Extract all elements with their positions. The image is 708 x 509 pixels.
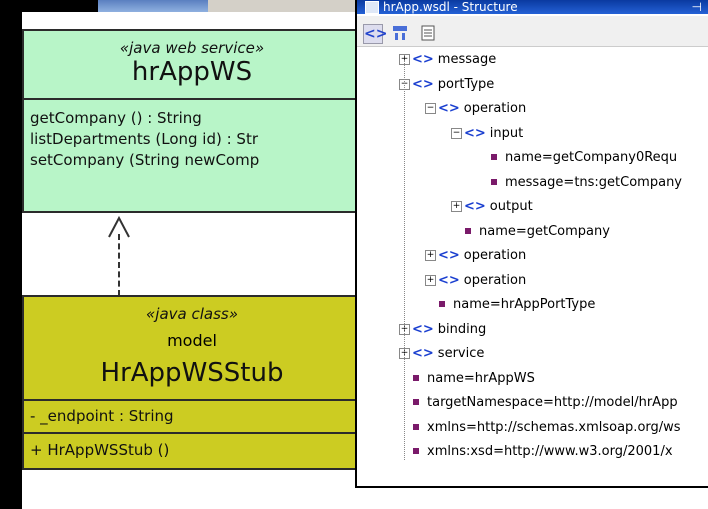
xml-attribute-icon <box>413 374 419 381</box>
structure-window: hrApp.wsdl - Structure ⊣ <> +<>message−<… <box>355 0 708 488</box>
background-window-fragment <box>98 0 208 12</box>
expand-icon[interactable]: + <box>425 250 436 261</box>
package-label: model <box>167 331 217 350</box>
collapse-icon[interactable]: − <box>451 127 462 139</box>
tree-element-node[interactable]: +<>operation <box>425 269 526 293</box>
tree-element-node[interactable]: +<>output <box>451 195 533 219</box>
tree-node-label: name=getCompany0Requ <box>505 150 678 165</box>
tree-attribute-node[interactable]: name=hrAppWS <box>413 367 535 391</box>
xml-element-icon: <> <box>438 248 460 263</box>
tree-node-label: operation <box>463 248 527 263</box>
attributes-compartment: - _endpoint : String <box>24 401 360 434</box>
dependency-line <box>118 234 120 296</box>
xml-attribute-icon <box>413 399 419 405</box>
tree-node-label: message=tns:getCompany <box>505 174 682 190</box>
expand-icon[interactable]: + <box>451 201 462 212</box>
operations-compartment: getCompany () : String listDepartments (… <box>24 100 360 213</box>
collapse-icon[interactable]: − <box>425 103 436 114</box>
operation-item[interactable]: setCompany (String newComp <box>30 151 260 169</box>
xml-element-icon: <> <box>412 346 434 361</box>
dependency-arrowhead-icon <box>108 215 130 238</box>
source-view-icon[interactable]: <> <box>363 24 388 44</box>
uml-class-header: «java class» model HrAppWSStub <box>24 297 360 401</box>
xml-element-icon: <> <box>464 199 486 214</box>
xml-attribute-icon <box>491 178 497 185</box>
operations-compartment: + HrAppWSStub () <box>24 434 360 468</box>
tree-element-node[interactable]: +<>message <box>399 48 496 72</box>
class-name: hrAppWS <box>131 57 253 87</box>
tree-attribute-node[interactable]: xmlns=http://schemas.xmlsoap.org/ws <box>413 416 681 440</box>
xml-element-icon: <> <box>412 52 434 67</box>
stereotype-label: «java web service» <box>119 39 265 57</box>
xml-attribute-icon <box>439 301 445 307</box>
tree-element-node[interactable]: −<>operation <box>425 97 526 121</box>
tree-attribute-node[interactable]: name=getCompany0Requ <box>491 146 677 170</box>
structure-titlebar: hrApp.wsdl - Structure ⊣ <box>357 0 708 14</box>
xml-attribute-icon <box>413 448 419 454</box>
tree-node-label: service <box>437 346 485 361</box>
window-title: hrApp.wsdl - Structure <box>383 0 518 14</box>
xml-element-icon: <> <box>464 125 486 141</box>
tree-node-label: name=hrAppWS <box>427 370 535 386</box>
uml-class-hrappwsstub[interactable]: «java class» model HrAppWSStub - _endpoi… <box>22 295 362 470</box>
tree-element-node[interactable]: +<>binding <box>399 318 486 342</box>
expand-icon[interactable]: + <box>425 274 436 286</box>
tree-attribute-node[interactable]: message=tns:getCompany <box>491 171 682 195</box>
pin-icon[interactable]: ⊣ <box>691 0 702 14</box>
tree-element-node[interactable]: −<>input <box>451 122 523 146</box>
tree-connector-line <box>404 60 405 460</box>
operation-item[interactable]: getCompany () : String <box>30 109 202 127</box>
tree-node-label: portType <box>437 76 495 92</box>
operation-item[interactable]: + HrAppWSStub () <box>30 441 170 459</box>
xml-attribute-icon <box>491 154 497 160</box>
operation-item[interactable]: listDepartments (Long id) : Str <box>30 130 259 148</box>
tree-attribute-node[interactable]: targetNamespace=http://model/hrApp <box>413 391 678 415</box>
tree-node-label: xmlns:xsd=http://www.w3.org/2001/x <box>427 444 673 459</box>
class-name: HrAppWSStub <box>100 358 284 388</box>
tree-node-label: name=hrAppPortType <box>453 297 596 312</box>
xml-attribute-icon <box>413 423 419 430</box>
xml-element-icon: <> <box>412 76 434 92</box>
tree-node-label: operation <box>463 101 527 116</box>
xml-element-icon: <> <box>438 101 460 116</box>
xml-attribute-icon <box>465 227 471 234</box>
uml-class-header: «java web service» hrAppWS <box>24 31 360 100</box>
tree-element-node[interactable]: +<>service <box>399 342 484 366</box>
tree-node-label: name=getCompany <box>479 223 610 239</box>
background-window-fragment-gray <box>208 0 358 12</box>
tree-element-node[interactable]: −<>portType <box>399 73 494 97</box>
attribute-item[interactable]: - _endpoint : String <box>30 407 174 425</box>
tree-node-label: targetNamespace=http://model/hrApp <box>427 395 678 410</box>
tree-attribute-node[interactable]: name=hrAppPortType <box>439 293 595 317</box>
xml-element-icon: <> <box>412 321 434 337</box>
properties-icon[interactable] <box>419 24 437 42</box>
stereotype-label: «java class» <box>146 305 238 323</box>
xml-element-icon: <> <box>438 272 460 288</box>
tree-node-label: xmlns=http://schemas.xmlsoap.org/ws <box>427 419 681 435</box>
uml-class-hrappws[interactable]: «java web service» hrAppWS getCompany ()… <box>22 29 362 213</box>
tree-element-node[interactable]: +<>operation <box>425 244 526 268</box>
window-icon <box>365 1 379 14</box>
tree-attribute-node[interactable]: name=getCompany <box>465 220 610 244</box>
left-black-band <box>0 0 22 509</box>
tree-node-label: binding <box>437 321 487 337</box>
tree-node-label: operation <box>463 272 527 288</box>
tree-view-icon[interactable] <box>391 24 409 42</box>
tree-attribute-node[interactable]: xmlns:xsd=http://www.w3.org/2001/x <box>413 440 673 464</box>
tree-node-label: message <box>437 52 497 67</box>
tree-node-label: input <box>489 125 524 141</box>
tree-node-label: output <box>489 199 533 214</box>
structure-toolbar: <> <box>357 16 708 47</box>
